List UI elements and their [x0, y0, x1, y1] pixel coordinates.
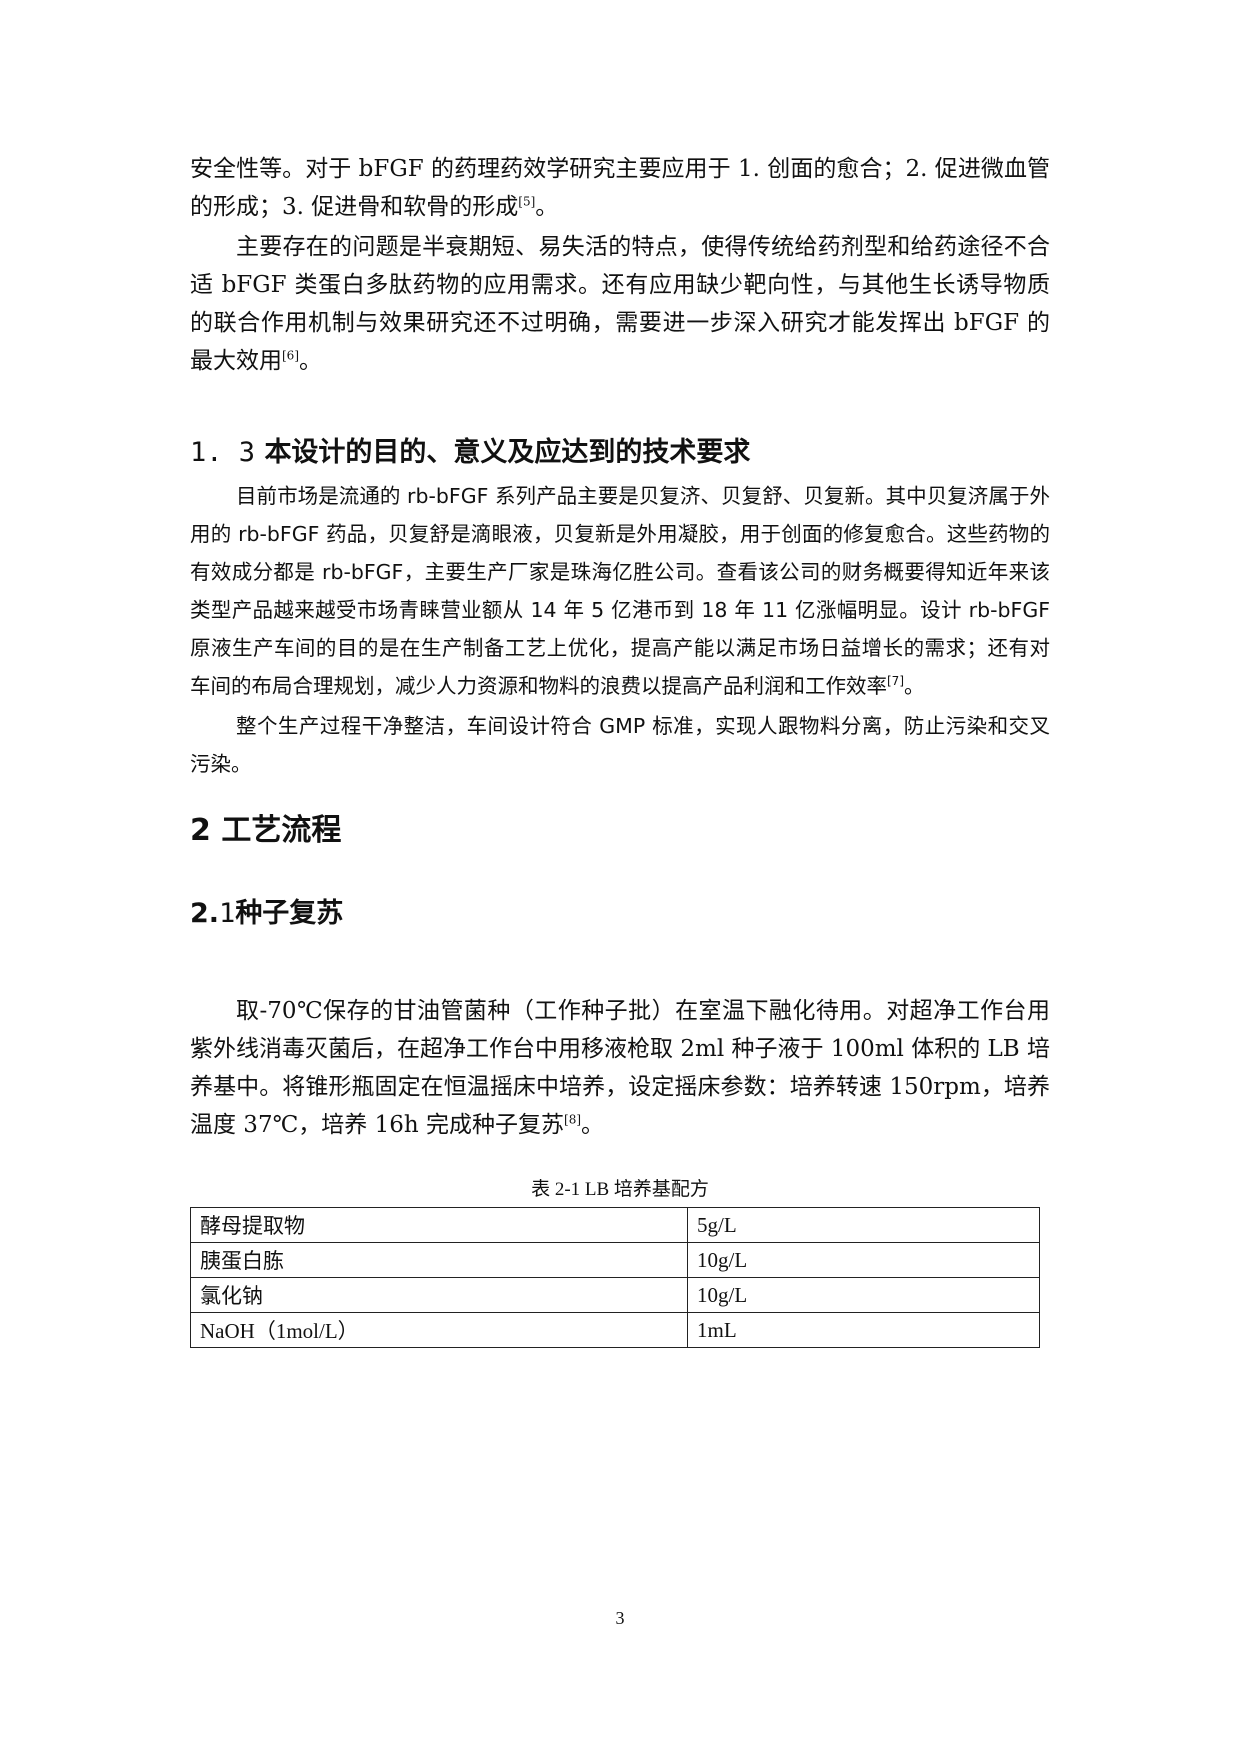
section-2-1-paragraph-1: 取-70℃保存的甘油管菌种（工作种子批）在室温下融化待用。对超净工作台用紫外线消…	[190, 992, 1050, 1144]
section-number: 1. 3	[190, 437, 256, 468]
table-row: NaOH（1mol/L） 1mL	[190, 1312, 1040, 1348]
paragraph-text: 目前市场是流通的 rb-bFGF 系列产品主要是贝复济、贝复舒、贝复新。其中贝复…	[190, 484, 1050, 698]
citation: [8]	[564, 1112, 582, 1127]
section-number-major: 2.	[190, 898, 220, 929]
table-cell-amount: 5g/L	[687, 1207, 1040, 1243]
document-page: 安全性等。对于 bFGF 的药理药效学研究主要应用于 1. 创面的愈合；2. 促…	[190, 150, 1050, 1348]
table-cell-amount: 10g/L	[687, 1242, 1040, 1278]
citation: [6]	[282, 348, 299, 363]
table-cell-ingredient: 酵母提取物	[190, 1207, 688, 1243]
intro-paragraph-1: 安全性等。对于 bFGF 的药理药效学研究主要应用于 1. 创面的愈合；2. 促…	[190, 150, 1050, 226]
section-1-3-paragraph-1: 目前市场是流通的 rb-bFGF 系列产品主要是贝复济、贝复舒、贝复新。其中贝复…	[190, 477, 1050, 705]
paragraph-end: 。	[299, 348, 322, 374]
table-cell-amount: 10g/L	[687, 1277, 1040, 1313]
table-caption: 表 2-1 LB 培养基配方	[531, 1179, 709, 1200]
table-cell-ingredient: 氯化钠	[190, 1277, 688, 1313]
paragraph-end: 。	[535, 194, 559, 220]
intro-paragraph-2: 主要存在的问题是半衰期短、易失活的特点，使得传统给药剂型和给药途径不合适 bFG…	[190, 228, 1050, 380]
table-row: 胰蛋白胨 10g/L	[190, 1242, 1040, 1278]
lb-medium-table: 酵母提取物 5g/L 胰蛋白胨 10g/L 氯化钠 10g/L NaOH（1mo…	[190, 1207, 1040, 1348]
paragraph-end: 。	[904, 674, 925, 698]
table-cell-amount: 1mL	[687, 1312, 1040, 1348]
table-cell-ingredient: 胰蛋白胨	[190, 1242, 688, 1278]
citation: [7]	[887, 674, 904, 689]
chapter-heading-2: 2 工艺流程	[190, 813, 342, 848]
section-title: 本设计的目的、意义及应达到的技术要求	[264, 437, 751, 468]
section-1-3-paragraph-2: 整个生产过程干净整洁，车间设计符合 GMP 标准，实现人跟物料分离，防止污染和交…	[190, 714, 1050, 776]
table-row: 酵母提取物 5g/L	[190, 1207, 1040, 1243]
section-number-minor: 1	[219, 898, 236, 929]
table-row: 氯化钠 10g/L	[190, 1277, 1040, 1313]
section-heading-2-1: 2.1种子复苏	[190, 891, 1050, 930]
section-heading-1-3: 1. 3 本设计的目的、意义及应达到的技术要求	[190, 430, 1050, 469]
paragraph-text: 主要存在的问题是半衰期短、易失活的特点，使得传统给药剂型和给药途径不合适 bFG…	[190, 234, 1050, 374]
citation: [5]	[518, 194, 536, 209]
paragraph-end: 。	[581, 1112, 605, 1138]
page-number: 3	[615, 1608, 625, 1628]
table-cell-ingredient: NaOH（1mol/L）	[190, 1312, 688, 1348]
paragraph-text: 安全性等。对于 bFGF 的药理药效学研究主要应用于 1. 创面的愈合；2. 促…	[190, 156, 1050, 220]
section-title: 种子复苏	[235, 898, 344, 929]
paragraph-text: 取-70℃保存的甘油管菌种（工作种子批）在室温下融化待用。对超净工作台用紫外线消…	[190, 998, 1050, 1138]
